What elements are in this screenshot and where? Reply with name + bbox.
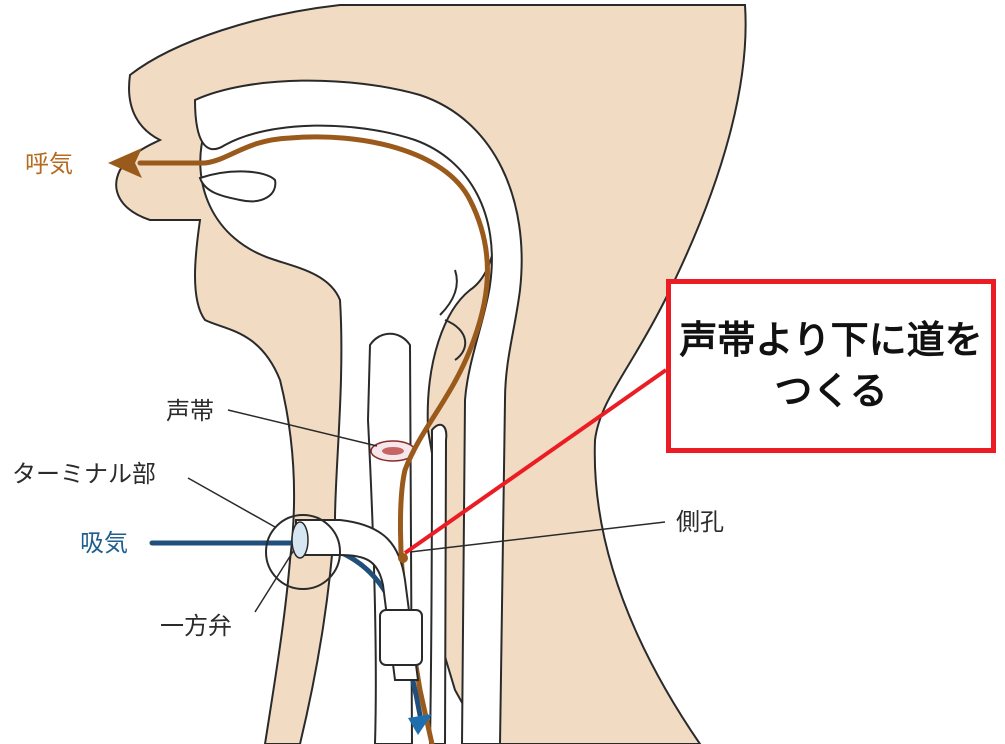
callout-line2: つくる [774, 369, 888, 413]
esophagus [428, 423, 448, 744]
side-hole-marker [398, 553, 408, 563]
inhale-arrow [408, 714, 432, 735]
leader-vocal-cords [227, 409, 378, 447]
tube-cuff [379, 609, 423, 666]
exhale-arrow [108, 148, 142, 178]
pharynx-wall [439, 269, 467, 361]
hard-palate [198, 170, 277, 203]
leader-terminal [187, 477, 276, 528]
terminal-circle [265, 514, 341, 590]
label-vocal-cords: 声帯 [166, 397, 214, 425]
callout-box: 声帯より下に道を つくる [666, 279, 996, 453]
label-inhale: 吸気 [80, 529, 128, 557]
head-neck-tissue [115, 4, 747, 744]
label-terminal: ターミナル部 [12, 460, 156, 488]
tube-body [295, 519, 420, 681]
leader-valve [254, 549, 295, 613]
label-one-way-valve: 一方弁 [160, 612, 232, 640]
label-side-hole: 側孔 [676, 508, 724, 536]
leader-side-hole [409, 521, 666, 553]
exhale-path [137, 134, 490, 744]
callout-line1: 声帯より下に道を [679, 317, 983, 362]
nasal-cavity [193, 79, 523, 744]
label-exhale: 呼気 [25, 150, 73, 178]
callout-pointer [403, 368, 668, 555]
